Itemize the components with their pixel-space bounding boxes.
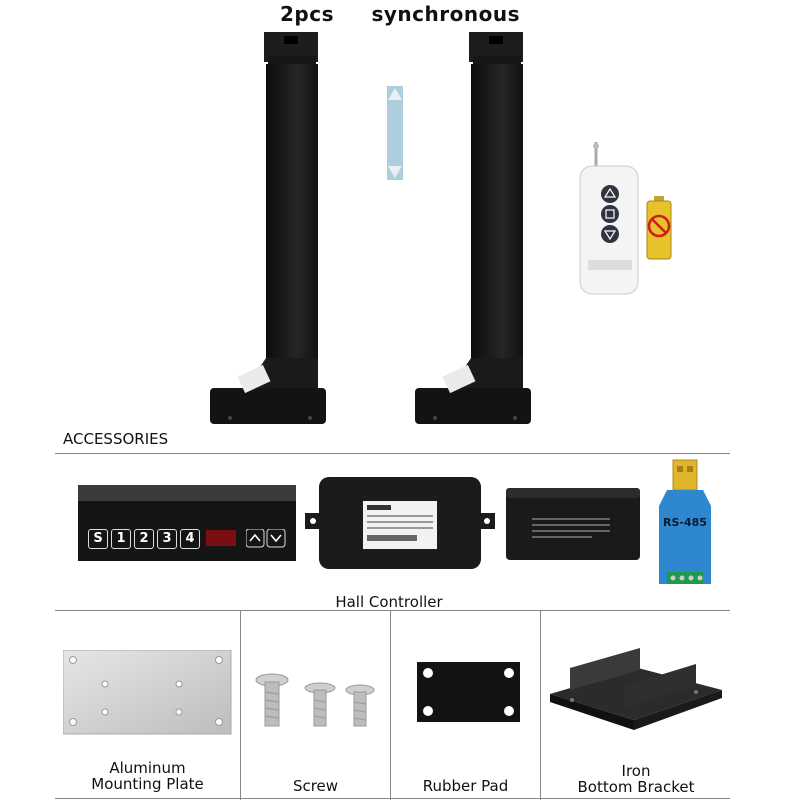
button-2: 2 [134,529,154,549]
item-label-aluminum: Aluminum Mounting Plate [55,760,240,792]
hand-controller: S 1 2 3 4 [78,485,296,561]
divider [55,610,730,611]
button-3: 3 [157,529,177,549]
item-label-line1: Iron [621,762,651,780]
screw-icon [255,673,289,727]
column-divider [540,610,541,800]
quantity-text: 2pcs [280,2,335,26]
item-label-rubber-pad: Rubber Pad [422,777,509,795]
column-divider [390,610,391,800]
page-title: 2pcs synchronous [0,2,800,26]
screw-icon [304,682,336,727]
lifting-column-right [415,32,531,424]
down-arrow-icon [266,529,286,548]
button-1: 1 [111,529,131,549]
accessories-heading: ACCESSORIES [63,430,169,448]
arrow-buttons [246,529,286,548]
aluminum-plate [63,650,232,735]
item-label-screw: Screw [292,777,339,795]
divider [55,453,730,454]
up-down-arrow-icon [387,86,403,180]
rs485-adapter-body [659,459,711,584]
rubber-pad [417,662,520,722]
item-label-bracket: Iron Bottom Bracket [541,763,731,795]
hand-controller-body [78,485,296,561]
item-label-line1: Aluminum [109,759,186,777]
power-supply [506,488,640,560]
item-label-line2: Bottom Bracket [577,778,695,796]
battery-icon [646,196,672,260]
led-display [206,530,236,546]
rs485-adapter: RS-485 [657,458,713,588]
mode-text: synchronous [371,2,520,26]
remote-control [579,142,639,295]
hall-controller-caption: Hall Controller [335,593,443,611]
screw-icon [345,684,375,727]
item-label-line2: Mounting Plate [91,775,204,793]
up-arrow-icon [246,529,265,548]
divider [55,798,730,799]
iron-bracket [550,648,722,730]
control-box [305,477,495,569]
screws [255,673,375,727]
column-divider [240,610,241,800]
rs485-label: RS-485 [663,516,707,529]
button-4: 4 [180,529,200,549]
lifting-column-left [210,32,326,424]
button-s: S [88,529,108,549]
